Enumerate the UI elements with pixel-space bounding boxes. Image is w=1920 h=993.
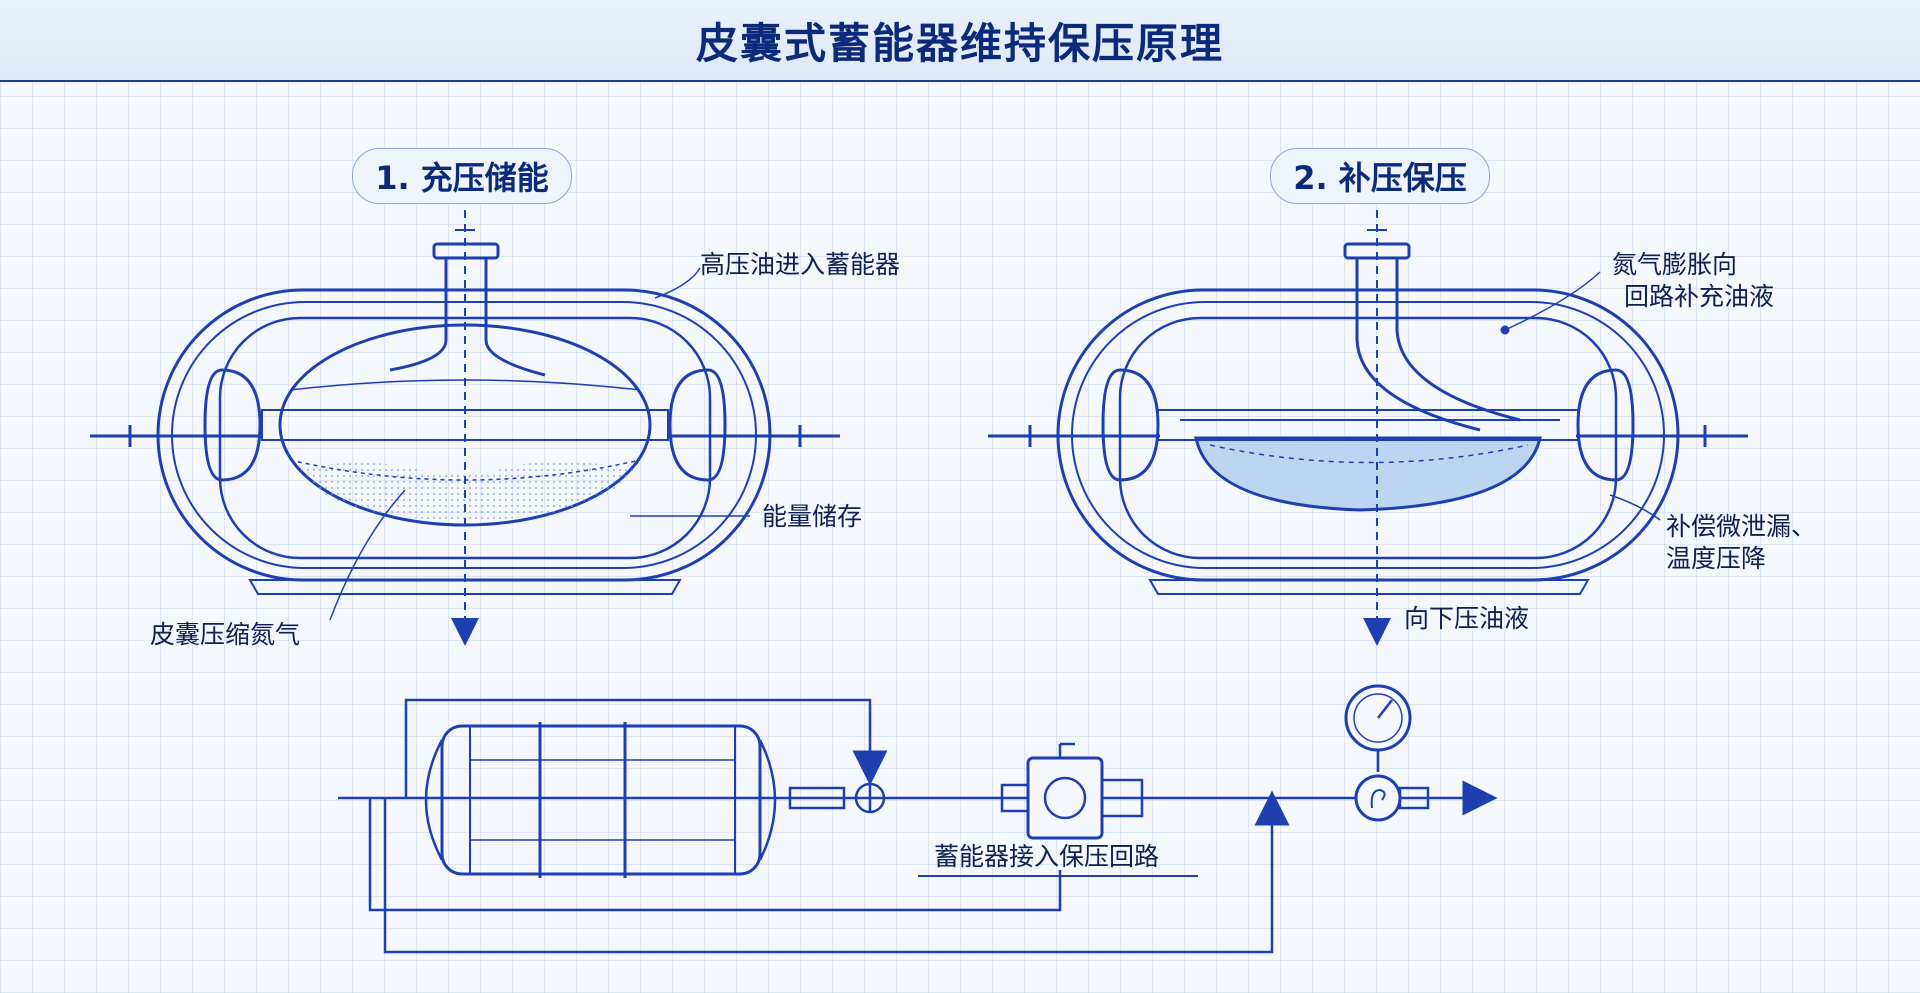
circuit xyxy=(338,684,1498,954)
label-bladder-compress: 皮囊压缩氮气 xyxy=(150,620,301,649)
panel1-heading: 1. 充压储能 xyxy=(352,148,572,204)
oil-fluid xyxy=(1194,436,1542,512)
panel2-heading: 2. 补压保压 xyxy=(1270,148,1490,204)
circuit-accumulator xyxy=(440,724,762,876)
label-expand-line2: 回路补充油液 xyxy=(1624,282,1775,311)
label-expand-line1: 氮气膨胀向 xyxy=(1612,250,1738,279)
accumulator-right xyxy=(988,210,1748,646)
page-title: 皮囊式蓄能器维持保压原理 xyxy=(695,18,1224,68)
pressure-regulator xyxy=(1354,774,1402,822)
panel1-heading-text: 1. 充压储能 xyxy=(375,159,549,197)
label-circuit: 蓄能器接入保压回路 xyxy=(934,842,1160,871)
check-valve xyxy=(1026,756,1104,840)
label-press-down: 向下压油液 xyxy=(1404,604,1530,633)
label-energy-storage: 能量储存 xyxy=(762,502,863,531)
accumulator-left xyxy=(90,210,840,646)
title-bar: 皮囊式蓄能器维持保压原理 xyxy=(0,0,1920,82)
panel2-heading-text: 2. 补压保压 xyxy=(1293,159,1467,197)
label-oil-in: 高压油进入蓄能器 xyxy=(700,250,901,279)
label-comp-line2: 温度压降 xyxy=(1666,544,1767,573)
label-comp-line1: 补偿微泄漏、 xyxy=(1666,512,1817,541)
